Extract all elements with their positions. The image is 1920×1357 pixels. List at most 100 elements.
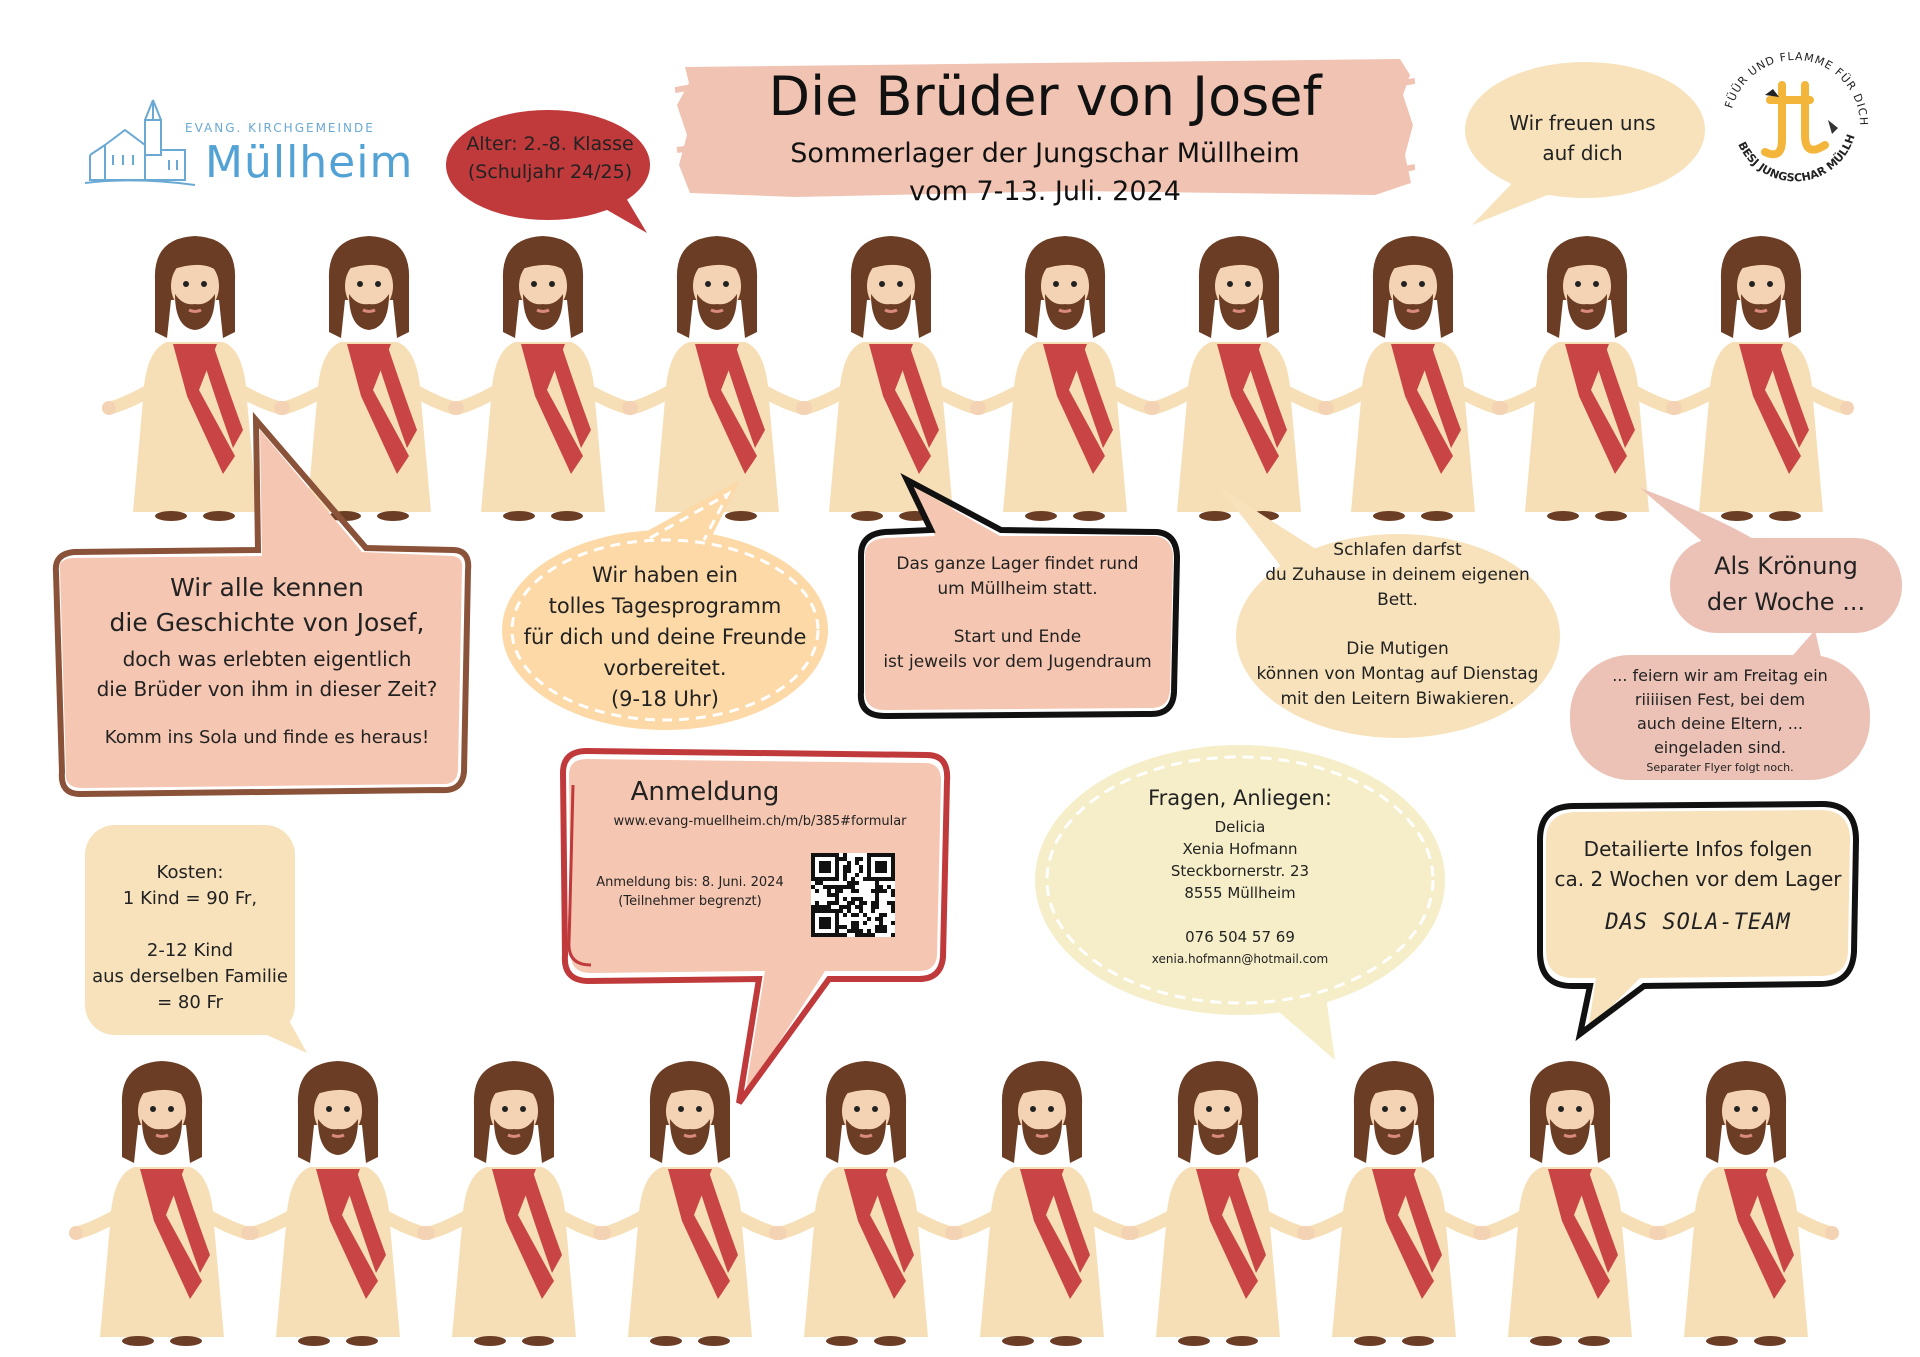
subtitle-line-1: Sommerlager der Jungschar Müllheim — [790, 138, 1300, 169]
title-banner: Die Brüder von Josef Sommerlager der Jun… — [675, 55, 1415, 207]
registration-deadline: Anmeldung bis: 8. Juni. 2024 — [596, 875, 784, 890]
program-text: Wir haben ein tolles Tagesprogramm für d… — [500, 560, 830, 715]
fest-bubble: ... feiern wir am Freitag ein riiiiisen … — [1570, 630, 1875, 780]
registration-heading: Anmeldung — [630, 777, 780, 807]
registration-limit: (Teilnehmer begrenzt) — [618, 894, 762, 909]
church-logo: EVANG. KIRCHGEMEINDE Müllheim — [85, 95, 412, 195]
figures-row-bottom — [0, 1050, 1920, 1346]
location-bubble-shape — [857, 473, 1181, 720]
crown-text: Als Krönung der Woche ... — [1670, 548, 1902, 620]
robed-figure — [1320, 236, 1506, 521]
sleep-bubble: Schlafen darfst du Zuhause in deinem eig… — [1210, 488, 1580, 743]
program-bubble: Wir haben ein tolles Tagesprogramm für d… — [500, 480, 830, 735]
info-line-1: Detailierte Infos folgen — [1583, 837, 1813, 861]
questions-contact-1: Delicia — [1214, 818, 1266, 836]
costs-bubble-shape — [85, 825, 307, 1053]
location-line-4: ist jeweils vor dem Jugendraum — [883, 652, 1152, 672]
questions-phone[interactable]: 076 504 57 69 — [1185, 928, 1295, 946]
story-text: Wir alle kennen die Geschichte von Josef… — [72, 570, 462, 752]
age-text: Alter: 2.-8. Klasse (Schuljahr 24/25) — [445, 130, 655, 186]
robed-figure — [1477, 1061, 1663, 1346]
sleep-line-6: mit den Leitern Biwakieren. — [1280, 689, 1515, 709]
info-line-2: ca. 2 Wochen vor dem Lager — [1554, 867, 1842, 891]
robed-figure — [1125, 1061, 1311, 1346]
program-line-2: tolles Tagesprogramm — [548, 594, 782, 618]
age-bubble: Alter: 2.-8. Klasse (Schuljahr 24/25) — [445, 108, 655, 238]
sleep-line-5: können von Montag auf Dienstag — [1256, 664, 1539, 684]
info-bubble-shape — [1537, 800, 1860, 1042]
crown-bubble: Als Krönung der Woche ... — [1640, 488, 1910, 638]
fest-line-3: auch deine Eltern, ... — [1636, 714, 1804, 733]
page-title: Die Brüder von Josef — [768, 65, 1322, 128]
fest-bubble-shape — [1570, 630, 1870, 780]
registration-details: Anmeldung bis: 8. Juni. 2024 (Teilnehmer… — [585, 873, 795, 911]
robed-figure — [597, 1061, 783, 1346]
sleep-text: Schlafen darfst du Zuhause in deinem eig… — [1225, 538, 1570, 712]
sola-team-signature: DAS SOLA-TEAM — [1605, 910, 1791, 935]
subtitle-line-2: vom 7-13. Juli. 2024 — [909, 176, 1181, 207]
location-line-1: Das ganze Lager findet rund — [896, 554, 1139, 574]
robed-figure — [972, 236, 1158, 521]
welcome-text: Wir freuen uns auf dich — [1460, 108, 1705, 168]
costs-line-1: Kosten: — [156, 862, 224, 883]
crown-line-2: der Woche ... — [1706, 588, 1866, 616]
costs-line-2: 1 Kind = 90 Fr, — [122, 888, 258, 909]
robed-figure — [245, 1061, 431, 1346]
flame-logo-icon: FÜÜR UND FLAMME FÜR DICH BESJ JUNGSCHAR … — [1705, 30, 1870, 185]
crown-line-1: Als Krönung — [1714, 552, 1858, 580]
welcome-line-1: Wir freuen uns — [1509, 111, 1656, 135]
age-line-2: (Schuljahr 24/25) — [467, 161, 633, 183]
questions-bubble: Fragen, Anliegen: Delicia Xenia Hofmann … — [1035, 740, 1455, 1065]
registration-url[interactable]: www.evang-muellheim.ch/m/b/385#formular — [613, 814, 907, 829]
program-line-3: für dich und deine Freunde — [523, 625, 807, 649]
questions-text: Fragen, Anliegen: Delicia Xenia Hofmann … — [1035, 782, 1445, 970]
story-bubble-shape — [52, 411, 472, 798]
registration-bubble: Anmeldung www.evang-muellheim.ch/m/b/385… — [555, 745, 955, 1105]
registration-bubble-shape — [559, 747, 951, 1105]
robed-figure — [624, 236, 810, 521]
robed-figures-illustration — [102, 236, 1854, 521]
questions-address-street: Steckbornerstr. 23 — [1170, 862, 1310, 880]
robed-figure — [1653, 1061, 1839, 1346]
info-text: Detailierte Infos folgen ca. 2 Wochen vo… — [1540, 834, 1856, 938]
crown-bubble-shape — [1640, 488, 1902, 633]
robed-figure — [1494, 236, 1680, 521]
story-line-3: doch was erlebten eigentlich — [122, 647, 412, 671]
info-bubble: Detailierte Infos folgen ca. 2 Wochen vo… — [1530, 800, 1860, 1042]
costs-line-4: aus derselben Familie — [92, 966, 288, 987]
welcome-bubble: Wir freuen uns auf dich — [1460, 60, 1705, 230]
church-logo-small-text: EVANG. KIRCHGEMEINDE — [185, 121, 375, 135]
besj-jungschar-logo: FÜÜR UND FLAMME FÜR DICH BESJ JUNGSCHAR … — [1705, 30, 1880, 200]
program-line-1: Wir haben ein — [592, 563, 738, 587]
church-logo-name: Müllheim — [205, 137, 414, 188]
costs-bubble: Kosten: 1 Kind = 90 Fr, 2-12 Kind aus de… — [85, 825, 310, 1053]
robed-figure — [450, 236, 636, 521]
location-line-2: um Müllheim statt. — [937, 579, 1098, 599]
program-line-4: vorbereitet. — [603, 656, 727, 680]
welcome-line-2: auf dich — [1542, 141, 1623, 165]
age-bubble-shape — [446, 110, 650, 233]
church-icon — [85, 99, 195, 186]
sleep-line-3: Bett. — [1377, 590, 1418, 610]
story-bubble: Wir alle kennen die Geschichte von Josef… — [52, 411, 472, 798]
qr-pattern-icon — [811, 853, 895, 937]
questions-email[interactable]: xenia.hofmann@hotmail.com — [1151, 952, 1329, 966]
robed-figure — [949, 1061, 1135, 1346]
robed-figure — [69, 1061, 255, 1346]
robed-figure — [1301, 1061, 1487, 1346]
questions-contact-2: Xenia Hofmann — [1182, 840, 1298, 858]
sleep-line-4: Die Mutigen — [1346, 639, 1449, 659]
questions-bubble-shape — [1035, 745, 1445, 1060]
sleep-line-2: du Zuhause in deinem eigenen — [1265, 565, 1530, 585]
robed-figure — [1146, 236, 1332, 521]
sleep-bubble-shape — [1220, 488, 1560, 738]
fest-line-1: ... feiern wir am Freitag ein — [1612, 666, 1828, 685]
robed-figure — [1668, 236, 1854, 521]
qr-code-icon[interactable] — [811, 853, 895, 937]
costs-line-3: 2-12 Kind — [146, 940, 234, 961]
figures-row-top — [0, 230, 1920, 521]
robed-figure — [276, 236, 462, 521]
location-text: Das ganze Lager findet rund um Müllheim … — [855, 552, 1180, 675]
age-line-1: Alter: 2.-8. Klasse — [466, 133, 634, 155]
fest-text: ... feiern wir am Freitag ein riiiiisen … — [1570, 664, 1870, 776]
